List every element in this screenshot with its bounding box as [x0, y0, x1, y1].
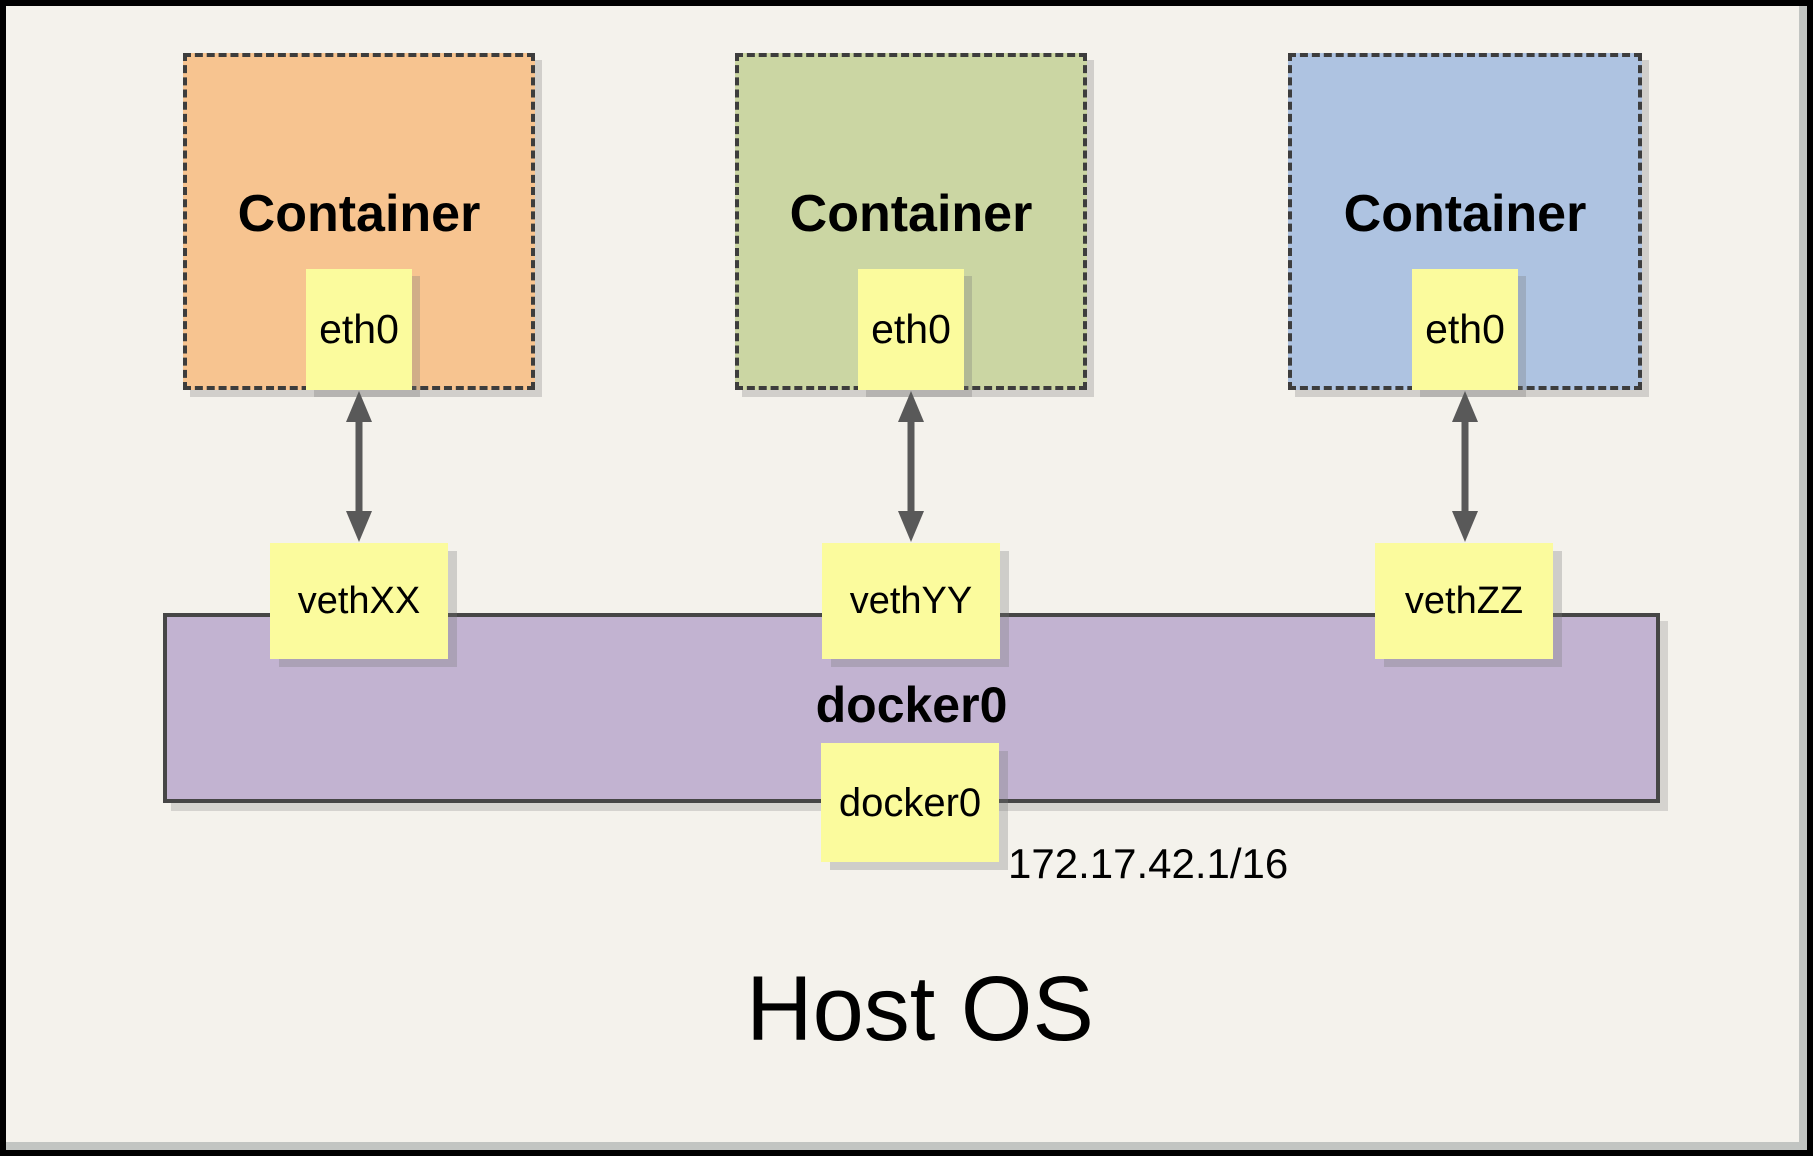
eth0-interface-box: eth0: [858, 269, 964, 390]
eth0-label: eth0: [319, 306, 399, 352]
container-box-2: Container eth0: [735, 53, 1087, 390]
container-title: Container: [237, 185, 481, 243]
eth0-label: eth0: [1425, 306, 1505, 352]
host-os-title: Host OS: [746, 958, 1094, 1060]
eth0-label: eth0: [871, 306, 951, 352]
double-arrow-icon: [339, 390, 379, 543]
vethXX-label: vethXX: [297, 580, 421, 622]
vethYY-label: vethYY: [849, 580, 973, 622]
double-arrow-icon: [1445, 390, 1485, 543]
docker0-bridge-title: docker0: [815, 677, 1008, 733]
docker0-interface-label: docker0: [838, 780, 982, 825]
bridge-ip-address: 172.17.42.1/16: [1008, 840, 1289, 887]
container-box-3: Container eth0: [1288, 53, 1642, 390]
container-box-1: Container eth0: [183, 53, 535, 390]
vethYY-box: vethYY: [822, 543, 1000, 659]
docker0-interface-box: docker0: [821, 743, 999, 862]
container-title: Container: [789, 185, 1033, 243]
eth0-interface-box: eth0: [1412, 269, 1518, 390]
vethXX-box: vethXX: [270, 543, 448, 659]
vethZZ-box: vethZZ: [1375, 543, 1553, 659]
double-arrow-icon: [891, 390, 931, 543]
vethZZ-label: vethZZ: [1404, 580, 1524, 622]
container-title: Container: [1343, 185, 1587, 243]
eth0-interface-box: eth0: [306, 269, 412, 390]
